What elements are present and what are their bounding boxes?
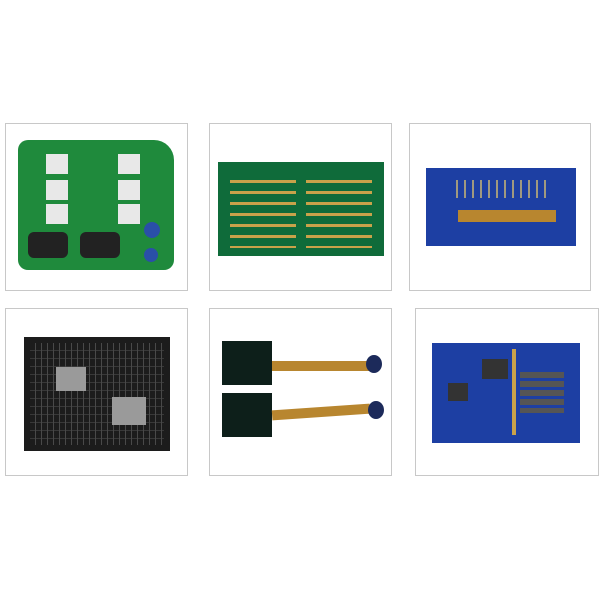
gold-traces: [512, 349, 516, 435]
heatsink: [118, 204, 140, 224]
capacitor: [28, 232, 68, 258]
pcb-image-gold-finger-panel[interactable]: [209, 123, 392, 291]
sensor-head: [366, 355, 382, 373]
heatsink: [118, 154, 140, 174]
heatsink: [46, 180, 68, 200]
panel-divider: [296, 162, 306, 256]
chip: [482, 359, 508, 379]
capacitor: [80, 232, 120, 258]
flex-cable: [272, 361, 370, 371]
pcb-image-green-power-board[interactable]: [5, 123, 188, 291]
memory-chips: [520, 369, 564, 413]
silkscreen: [30, 343, 164, 445]
shield-can: [56, 367, 86, 391]
pcb-image-flex-sensor-boards[interactable]: [209, 308, 392, 476]
shield-can: [112, 397, 146, 425]
capacitor: [144, 248, 158, 262]
pcb-image-black-board[interactable]: [5, 308, 188, 476]
heatsink: [46, 154, 68, 174]
sensor-head: [368, 401, 384, 419]
flex-cable: [271, 403, 371, 421]
chip: [448, 383, 468, 401]
black-pcb: [222, 393, 272, 437]
capacitor: [144, 222, 160, 238]
pcb-image-blue-rigid-flex[interactable]: [409, 123, 591, 291]
flex-section: [458, 210, 556, 222]
pads: [450, 180, 550, 198]
heatsink: [46, 204, 68, 224]
heatsink: [118, 180, 140, 200]
black-pcb: [222, 341, 272, 385]
pcb-image-blue-mainboard[interactable]: [415, 308, 599, 476]
